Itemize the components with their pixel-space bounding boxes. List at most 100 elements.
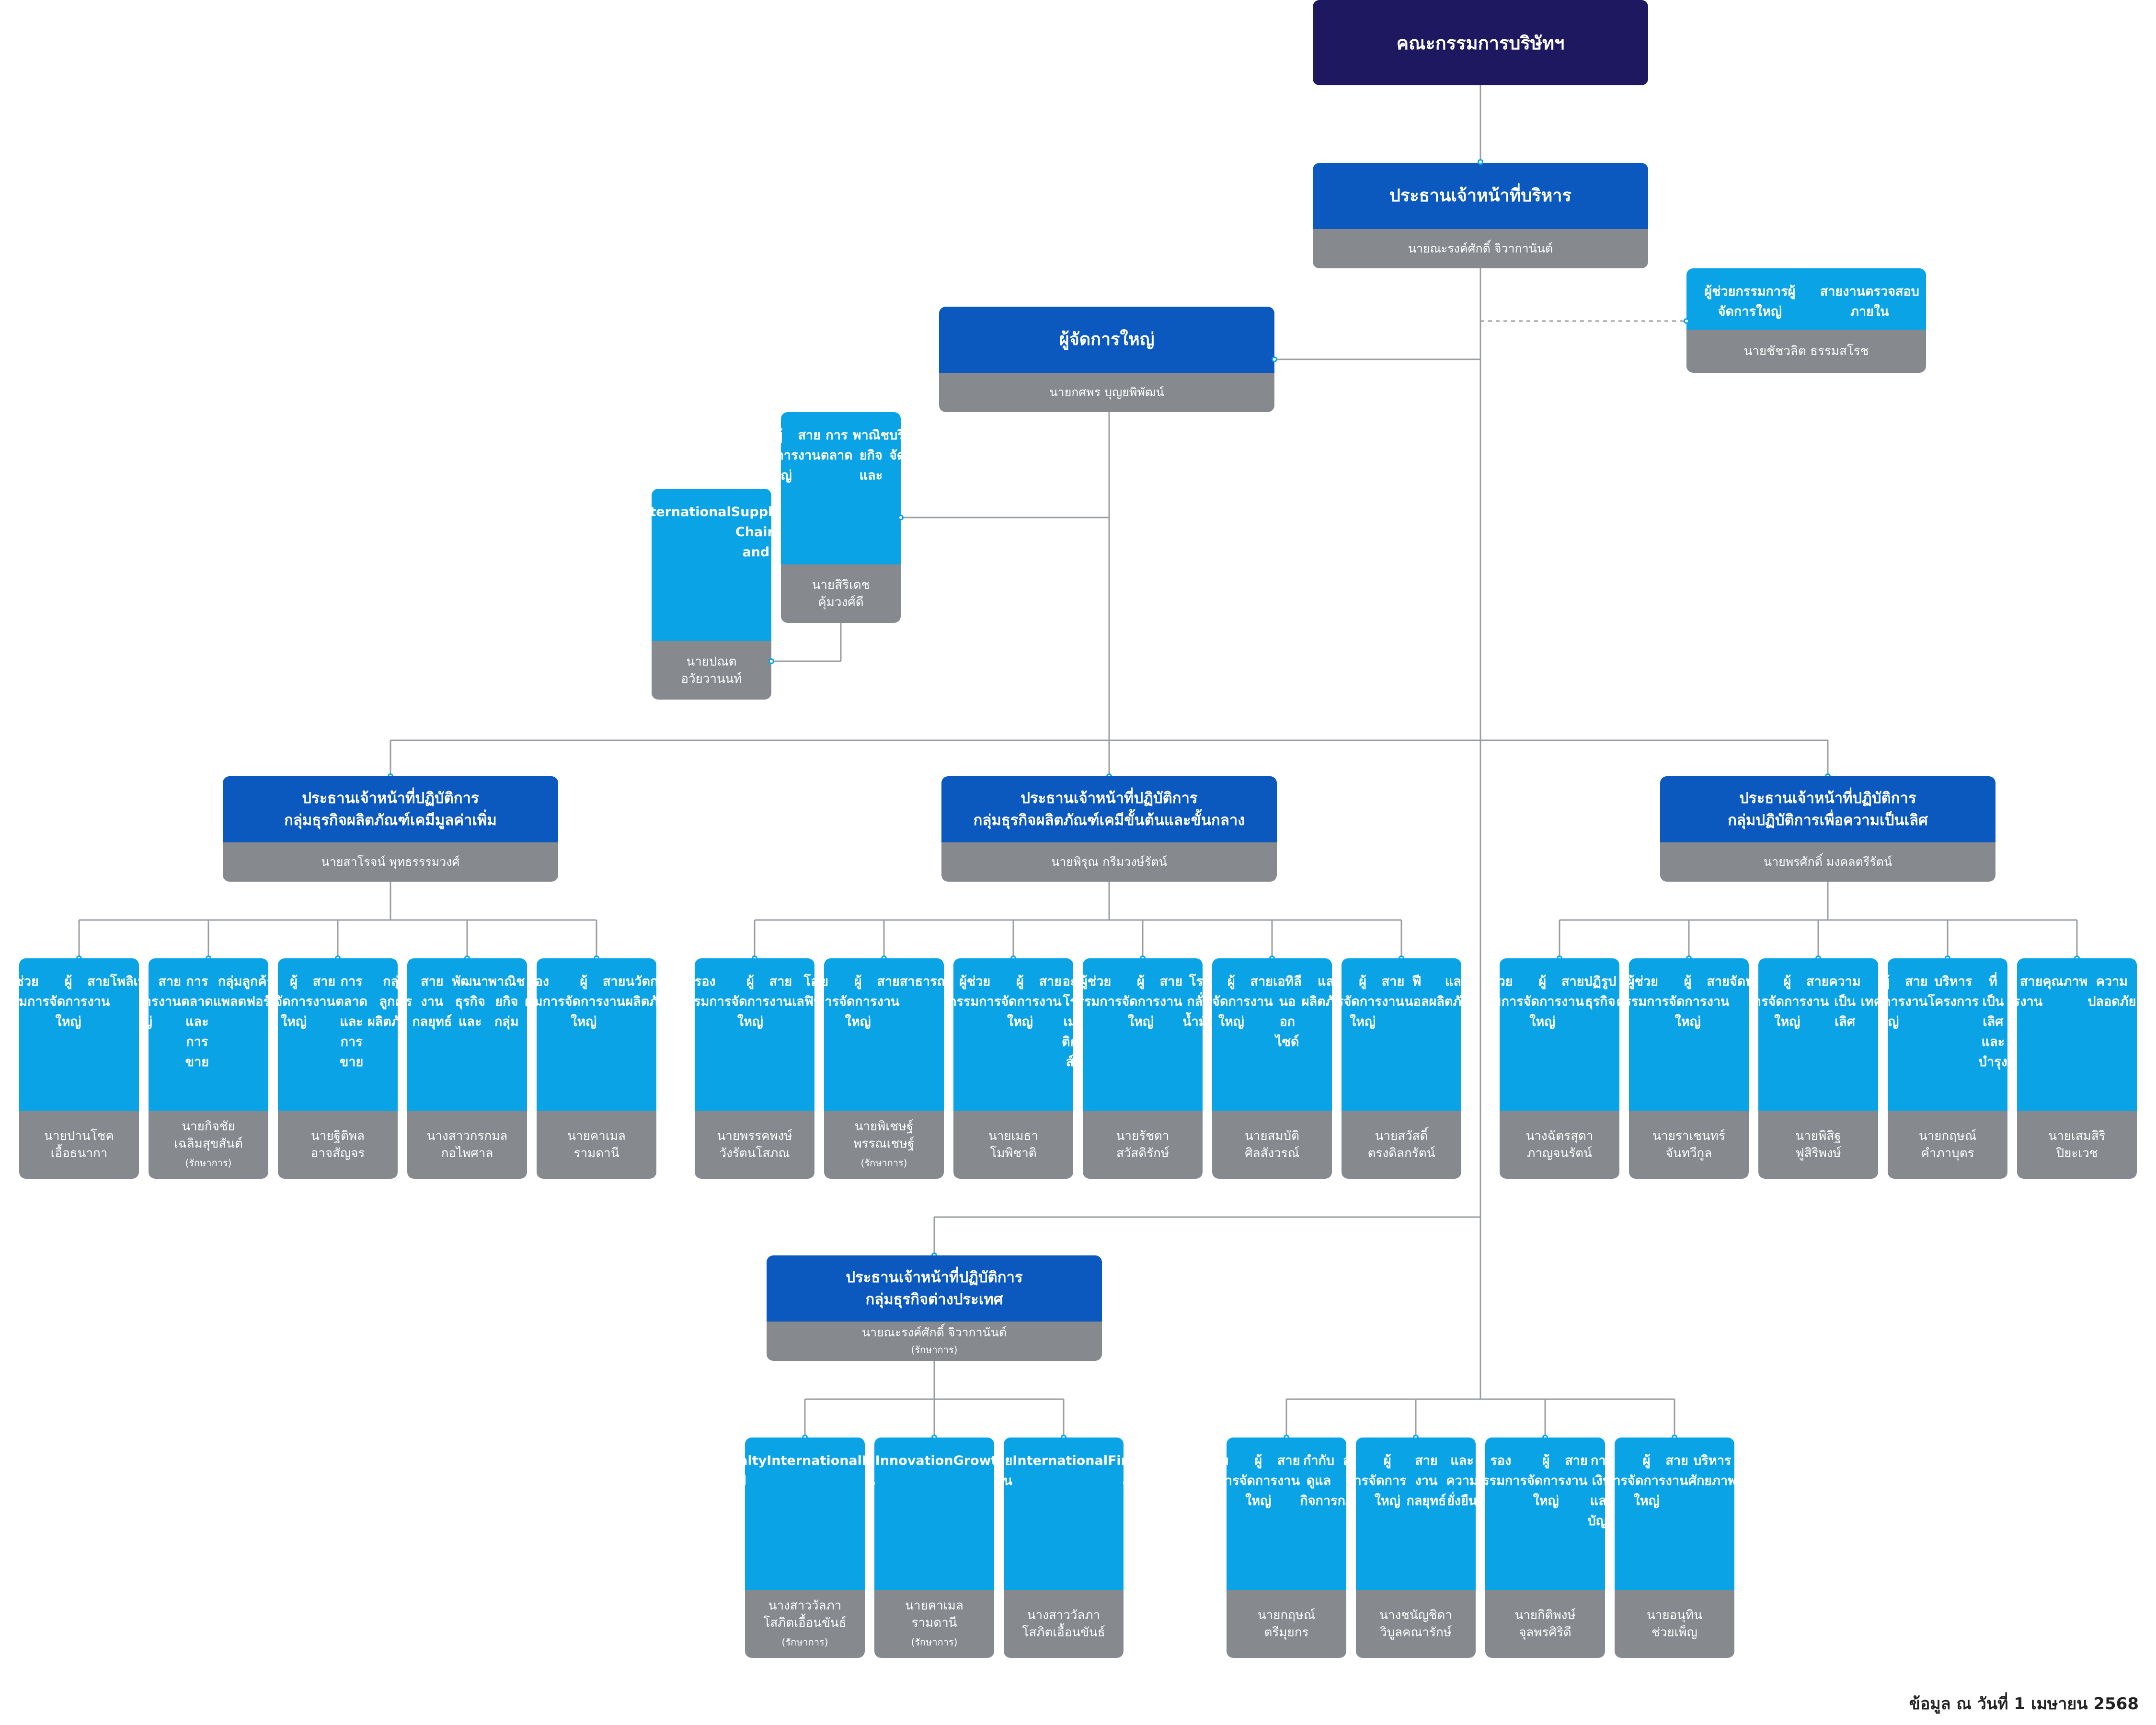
division-title-line: Business — [862, 1451, 865, 1471]
corporate-division-card: ผู้ช่วยกรรมการผู้จัดการใหญ่สายงานกำกับดู… — [1227, 1438, 1346, 1658]
division-card: ผู้ช่วยกรรมการผู้จัดการใหญ่สายงานการตลาด… — [278, 958, 398, 1179]
division-title-line: สายงาน — [877, 974, 900, 1009]
division-title-line: สายงาน — [1250, 974, 1273, 1009]
division-title-line: กลุ่มลูกค้าผลิตภัณฑ์ — [367, 974, 398, 1029]
division-title-line: Growth — [953, 1453, 994, 1468]
division-title-line: นวัตกรรมผลิตภัณฑ์ — [625, 974, 656, 1009]
division-title-line: อาชีวอนามัยและ — [2136, 972, 2137, 1032]
division-title: รองกรรมการผู้จัดการใหญ่สายงานบริหารศักยภ… — [1615, 1438, 1734, 1590]
division-title-line: รองกรรมการ — [1615, 1473, 1628, 1488]
division-card: ผู้ช่วยกรรมการผู้จัดการใหญ่สายงานกลยุทธ์… — [407, 958, 527, 1179]
division-title-line: International — [767, 1453, 862, 1468]
division-title-line: สายงาน — [1561, 974, 1584, 1009]
division-title-line: สายงาน — [87, 974, 110, 1009]
division-title-line: คุณภาพ — [2042, 974, 2088, 989]
division-title-line: สายงาน — [1277, 1453, 1300, 1488]
person-name-line: นายณะรงค์ศักดิ์ จิวากานันต์ — [861, 1325, 1007, 1339]
division-title-line: ผู้จัดการใหญ่ — [2017, 972, 2020, 1032]
connector-dot — [1684, 318, 1689, 324]
division-title-line: ผู้ช่วยกรรมการผู้จัดการใหญ่ — [1704, 284, 1796, 319]
person-name-line: ศิลสังวรณ์ — [1245, 1146, 1299, 1161]
coo-group-box: ประธานเจ้าหน้าที่ปฏิบัติการกลุ่มธุรกิจผล… — [941, 776, 1277, 882]
acting-note: (รักษาการ) — [911, 1344, 958, 1356]
intl-division-card: ผู้ช่วยกรรมการผู้จัดการใหญ่สายงานInterna… — [1004, 1438, 1124, 1658]
group-name-band: นายสาโรจน์ พุทธรรรมวงศ์ — [223, 842, 558, 882]
person-name-line: วิบูลคณารักษ์ — [1380, 1625, 1452, 1640]
division-card: ผู้ช่วยกรรมการผู้จัดการใหญ่สายงานโพลิเมอ… — [19, 958, 139, 1179]
division-title-line: จัดหา — [1729, 974, 1749, 989]
division-name-band: นางสาววัลภาโสภิตเอื้อนขันธ์(รักษาการ) — [745, 1590, 865, 1658]
group-name-band: นายณะรงค์ศักดิ์ จิวากานันต์ (รักษาการ) — [767, 1322, 1102, 1361]
intl-group-box: ประธานเจ้าหน้าที่ปฏิบัติการกลุ่มธุรกิจต่… — [767, 1255, 1102, 1361]
group-title: ประธานเจ้าหน้าที่ปฏิบัติการกลุ่มธุรกิจต่… — [767, 1255, 1102, 1322]
division-title-line: ผู้จัดการใหญ่ — [1526, 1453, 1565, 1508]
division-title-line: ธุรกิจผลิตภัณฑ์ — [525, 972, 527, 1012]
division-card: ผู้ช่วยกรรมการผู้จัดการใหญ่สายงานบริหารโ… — [1888, 958, 2007, 1179]
person-name-line: ปิยะเวช — [2056, 1146, 2098, 1161]
group-title: ประธานเจ้าหน้าที่ปฏิบัติการกลุ่มปฏิบัติก… — [1660, 776, 1995, 842]
person-name-line: กอไพศาล — [441, 1146, 493, 1161]
acting-note: (รักษาการ) — [860, 1157, 907, 1169]
person-name-line: รามดานี — [573, 1146, 619, 1161]
intl-division-card: ผู้ช่วยกรรมการผู้จัดการใหญ่สายงานSpecial… — [745, 1438, 865, 1658]
person-name-line: นางสาววัลภา — [768, 1598, 842, 1613]
division-title-line: การตลาดและการขาย — [335, 974, 367, 1070]
division-title-line: รองกรรมการ — [1485, 1453, 1527, 1488]
division-title-line: รองกรรมการ — [537, 974, 565, 1009]
division-title-line: องค์กรและกฎหมาย — [1337, 1453, 1346, 1508]
svp-marketing-title: รองกรรมการผู้จัดการใหญ่สายงานการตลาดพาณิ… — [781, 412, 901, 564]
internal-audit-box: ผู้ช่วยกรรมการผู้จัดการใหญ่สายงานตรวจสอบ… — [1686, 268, 1926, 373]
division-name-band: นายคาเมลรามดานี — [537, 1111, 656, 1179]
acting-note: (รักษาการ) — [781, 1636, 828, 1648]
footer-note: ข้อมูล ณ วันที่ 1 เมษายน 2568 — [1909, 1694, 2139, 1714]
division-name-band: นายรัชตาสวัสดิรักษ์ — [1083, 1111, 1203, 1179]
division-card: ผู้ช่วยกรรมการผู้จัดการใหญ่สายงานอะโรเมต… — [953, 958, 1073, 1179]
president-name: นายกศพร บุญยพิพัฒน์ — [1049, 385, 1164, 399]
coo-group-box: ประธานเจ้าหน้าที่ปฏิบัติการกลุ่มธุรกิจผล… — [223, 776, 558, 882]
division-title-line: และผลิตภัณฑ์ — [1301, 974, 1332, 1009]
division-title: ผู้ช่วยกรรมการผู้จัดการใหญ่สายงานการตลาด… — [149, 958, 268, 1111]
connector-dot — [898, 515, 904, 520]
division-title-line: ความปลอดภัย — [2087, 974, 2136, 1009]
division-name-band: นางฉัตรสุดาภาญจนรัตน์ — [1500, 1111, 1619, 1179]
person-name-line: นายชัชวลิต ธรรมสโรช — [1743, 344, 1869, 358]
person-name-line: ฟูสิริพงษ์ — [1795, 1146, 1841, 1161]
division-title-line: ผู้จัดการใหญ่ — [1122, 974, 1160, 1029]
division-title-line: สายงาน — [1665, 1453, 1688, 1488]
division-name-band: นายปานโชคเอื้อธนากา — [19, 1111, 139, 1179]
division-title: ผู้ช่วยกรรมการผู้จัดการใหญ่สายงานโพลิเมอ… — [19, 958, 139, 1111]
division-name-band: นายอนุทินช่วยเพ็ญ — [1615, 1590, 1734, 1658]
division-title-line: พาณิชยกิจและ — [852, 428, 890, 483]
division-title-line: ผู้จัดการใหญ่ — [1368, 1453, 1407, 1508]
connector-dot — [1272, 356, 1277, 362]
division-title: ผู้ช่วยกรรมการผู้จัดการใหญ่สายงานกลยุทธ์… — [407, 958, 527, 1111]
division-name-band: นายราเชนทร์จันทวีกูล — [1629, 1111, 1749, 1179]
corporate-division-card: รองกรรมการผู้จัดการใหญ่สายงานกลยุทธ์และค… — [1356, 1438, 1476, 1658]
division-title: ผู้ช่วยกรรมการผู้จัดการใหญ่สายงานปฏิรูปธ… — [1500, 958, 1619, 1111]
evp-supply-chain-name: นายปณตอวัยวานนท์ — [652, 641, 771, 700]
division-card: ผู้ช่วยกรรมการผู้จัดการใหญ่สายงานปฏิรูปธ… — [1500, 958, 1619, 1179]
person-name-line: นายพิเชษฐ์ — [854, 1119, 914, 1134]
division-title-line: สายงาน — [1159, 974, 1183, 1009]
ceo-box: ประธานเจ้าหน้าที่บริหาร นายณะรงค์ศักดิ์ … — [1313, 163, 1648, 268]
person-name-line: คุ้มวงศ์ดี — [818, 595, 864, 610]
division-name-band: นายเสมสิริปิยะเวช — [2017, 1111, 2137, 1179]
division-title-line: รองกรรมการ — [1356, 1473, 1369, 1488]
division-title-line: สายงาน — [312, 974, 336, 1009]
division-title-line: ผู้จัดการใหญ่ — [781, 428, 798, 483]
group-title-line: ประธานเจ้าหน้าที่ปฏิบัติการ — [302, 790, 479, 807]
person-name-line: นายสมบัติ — [1244, 1129, 1299, 1143]
division-card: ผู้ช่วยกรรมการผู้จัดการใหญ่สายงานสาธารณู… — [824, 958, 944, 1179]
division-name-band: นางสาววัลภาโสภิตเอื้อนขันธ์ — [1004, 1590, 1124, 1658]
division-title-line: International — [652, 505, 731, 519]
evp-supply-chain-title: ผู้ช่วยกรรมการผู้จัดการใหญ่สายงานInterna… — [652, 489, 771, 641]
person-name-line: นายพรรคพงษ์ — [717, 1129, 792, 1143]
division-card: รองกรรมการผู้จัดการใหญ่สายงานโอเลฟินส์นา… — [695, 958, 814, 1179]
division-title-line: สายงาน — [1381, 974, 1405, 1009]
president-box: ผู้จัดการใหญ่ นายกศพร บุญยพิพัฒน์ — [939, 307, 1274, 412]
person-name-line: นางฉัตรสุดา — [1525, 1129, 1594, 1143]
division-title-line: ความเป็นเลิศ — [1829, 974, 1861, 1029]
person-name-line: จันทวีกูล — [1665, 1146, 1712, 1161]
division-title-line: การตลาดและการขาย — [181, 974, 213, 1070]
